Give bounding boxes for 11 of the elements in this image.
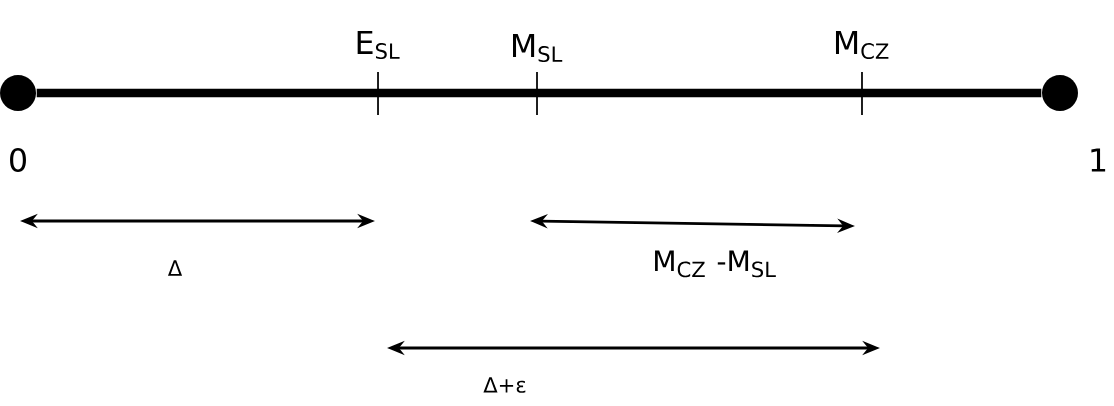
endpoint-dot — [0, 75, 36, 111]
text-label: Δ+ε — [483, 377, 526, 393]
text-label: M$_{SL}$ — [513, 33, 563, 63]
text-label: E$_{SL}$ — [357, 30, 400, 60]
axis-label: 1 — [1091, 148, 1106, 172]
number-line — [36, 88, 1042, 98]
axis-label: 0 — [10, 148, 26, 172]
text-label: Δ — [167, 260, 183, 276]
text-label: M$_{CZ}$ — [836, 30, 889, 60]
endpoint-dot — [1042, 75, 1078, 111]
text-label: M$_{CZ}$ -M$_{SL}$ — [655, 250, 776, 278]
